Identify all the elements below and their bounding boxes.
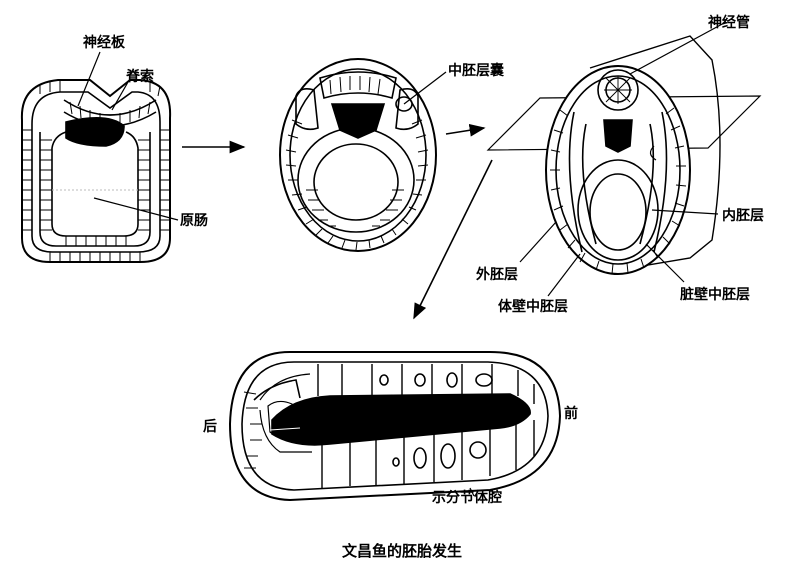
neural-tube [597,69,639,111]
figure-caption: 文昌鱼的胚胎发生 [342,542,463,560]
label-posterior: 后 [203,419,217,435]
arrow-3 [413,159,493,320]
arrow-2 [445,123,486,137]
label-splanchnic-mesoderm: 脏壁中胚层 [680,287,750,303]
notochord-2 [330,103,386,139]
label-endoderm: 内胚层 [722,208,764,224]
label-ectoderm: 外胚层 [476,267,518,283]
notochord-3 [603,119,633,153]
label-anterior: 前 [564,406,578,422]
gut [271,393,531,446]
notochord-1 [65,117,125,147]
label-neural-tube: 神经管 [708,15,750,31]
stage-1-neural-plate [20,51,179,263]
label-mesoderm-pouch: 中胚层囊 [448,63,504,79]
label-archenteron: 原肠 [180,213,208,229]
stage-3-neural-tube [486,21,762,297]
label-segmented-coelom: 示分节体腔 [432,490,502,506]
stage-2-mesoderm-pouch [279,58,447,252]
label-somatic-mesoderm: 体壁中胚层 [498,299,568,315]
label-notochord: 脊索 [126,69,154,85]
label-neural-plate: 神经板 [83,35,125,51]
stage-4-segmented-coelom [228,351,562,502]
